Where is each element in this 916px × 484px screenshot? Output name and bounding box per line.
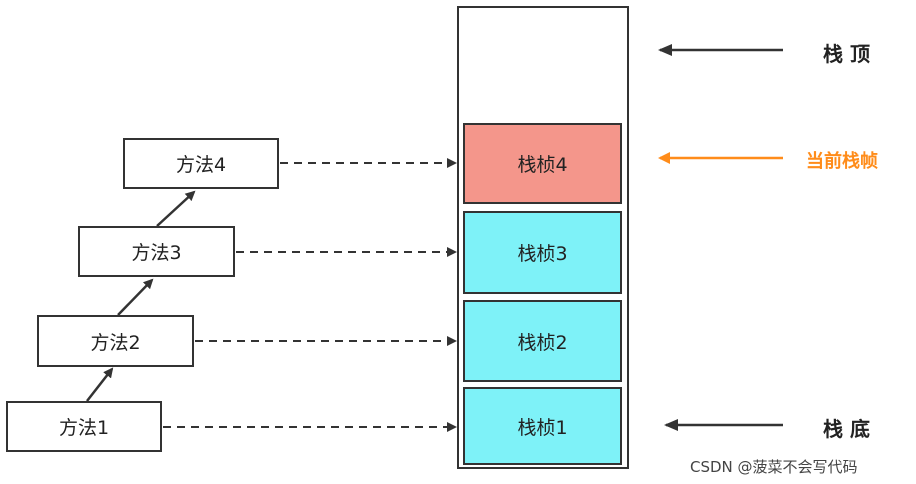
call-arrow-3-4 xyxy=(156,190,196,227)
call-arrow-1-2 xyxy=(86,367,114,402)
stack-frame-3: 栈桢3 xyxy=(463,211,622,294)
method-label-2: 方法2 xyxy=(90,331,141,354)
frame-label-2: 栈桢2 xyxy=(517,331,568,354)
stack-top-label: 栈 顶 xyxy=(823,42,870,66)
method-box-2: 方法2 xyxy=(37,315,194,367)
method-box-4: 方法4 xyxy=(123,138,279,189)
method-label-1: 方法1 xyxy=(58,417,110,439)
stack-bottom-label: 栈 底 xyxy=(823,417,870,441)
watermark: CSDN @菠菜不会写代码 xyxy=(690,458,858,476)
method-box-1: 方法1 xyxy=(6,401,162,452)
frame-label-1: 栈桢1 xyxy=(517,416,568,439)
stack-frame-1: 栈桢1 xyxy=(463,387,622,465)
frame-label-3: 栈桢3 xyxy=(517,243,568,265)
method-label-4: 方法4 xyxy=(175,154,227,176)
call-arrow-2-3 xyxy=(117,278,154,316)
frame-label-4: 栈桢4 xyxy=(517,154,568,176)
stack-frame-2: 栈桢2 xyxy=(463,300,622,382)
stack-frame-4: 栈桢4 xyxy=(463,123,622,204)
method-label-3: 方法3 xyxy=(131,242,182,264)
current-frame-label: 当前栈帧 xyxy=(806,151,878,172)
method-box-3: 方法3 xyxy=(78,226,235,277)
